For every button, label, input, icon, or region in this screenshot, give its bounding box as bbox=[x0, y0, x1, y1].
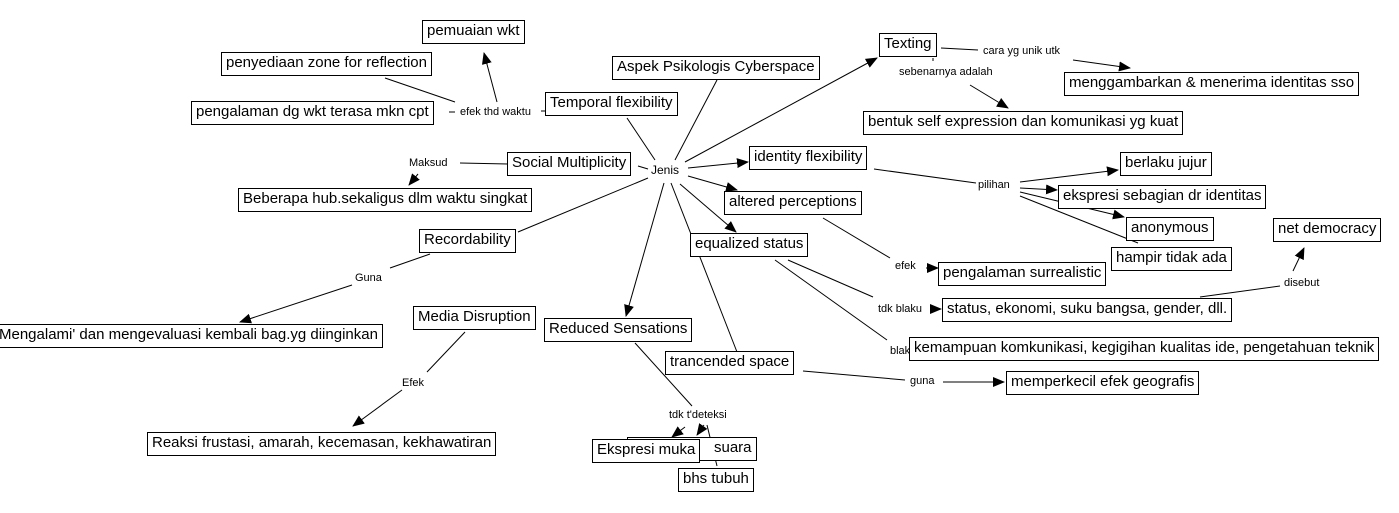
link-label-efek-media: Efek bbox=[401, 377, 426, 389]
node-suara-label: suara bbox=[714, 439, 752, 456]
node-ekspresi-sebagian[interactable]: ekspresi sebagian dr identitas bbox=[1058, 185, 1267, 209]
link-label-cara-unik: cara yg unik utk bbox=[982, 45, 1062, 57]
link-pilihan-jujur bbox=[1019, 166, 1119, 183]
link-trans-guna bbox=[802, 370, 906, 381]
node-beberapa-hub[interactable]: Beberapa hub.sekaligus dlm waktu singkat bbox=[238, 188, 533, 212]
link-cara-menggambarkan bbox=[1072, 59, 1131, 72]
link-label-maksud: Maksud bbox=[408, 157, 449, 169]
node-reaksi[interactable]: Reaksi frustasi, amarah, kecemasan, kekh… bbox=[147, 432, 497, 456]
node-equalized-status[interactable]: equalized status bbox=[690, 233, 809, 257]
link-jenis-identity bbox=[687, 158, 749, 169]
node-bentuk-self-expression[interactable]: bentuk self expression dan komunikasi yg… bbox=[863, 111, 1184, 135]
node-status-ekonomi[interactable]: status, ekonomi, suku bangsa, gender, dl… bbox=[942, 298, 1233, 322]
link-efek-reaksi bbox=[352, 389, 403, 427]
node-trancended-space[interactable]: trancended space bbox=[665, 351, 795, 375]
node-penyediaan-zone[interactable]: penyediaan zone for reflection bbox=[221, 52, 432, 76]
link-jenis-altered bbox=[687, 175, 738, 192]
link-efek-pemuaian bbox=[481, 52, 498, 103]
link-jenis-record bbox=[517, 177, 649, 233]
link-jenis-reduced bbox=[624, 182, 665, 317]
link-social-maksud bbox=[459, 162, 509, 165]
link-pilihan-ekspresi bbox=[1019, 184, 1058, 195]
link-altered-efek bbox=[822, 217, 891, 259]
link-jenis-texting bbox=[684, 57, 878, 163]
link-label-disebut: disebut bbox=[1283, 277, 1321, 289]
node-mengalami[interactable]: Mengalami' dan mengevaluasi kembali bag.… bbox=[0, 324, 383, 348]
link-jenis-trans bbox=[670, 182, 738, 353]
node-temporal-flexibility[interactable]: Temporal flexibility bbox=[545, 92, 678, 116]
link-status-disebut bbox=[1199, 285, 1281, 298]
link-temporal-jenis bbox=[626, 117, 656, 161]
link-guna-mengalami bbox=[239, 284, 353, 324]
link-root-jenis bbox=[674, 79, 718, 161]
link-label-pilihan: pilihan bbox=[977, 179, 1011, 191]
node-altered-perceptions[interactable]: altered perceptions bbox=[724, 191, 862, 215]
link-label-guna-record: Guna bbox=[354, 272, 383, 284]
node-menggambarkan[interactable]: menggambarkan & menerima identitas sso bbox=[1064, 72, 1360, 96]
node-aspek-psikologis-cyberspace[interactable]: Aspek Psikologis Cyberspace bbox=[612, 56, 820, 80]
node-reduced-sensations[interactable]: Reduced Sensations bbox=[544, 318, 693, 342]
link-label-sebenarnya: sebenarnya adalah bbox=[898, 66, 994, 78]
link-record-guna bbox=[389, 253, 431, 269]
node-anonymous[interactable]: anonymous bbox=[1126, 217, 1214, 241]
node-pengalaman-wkt[interactable]: pengalaman dg wkt terasa mkn cpt bbox=[191, 101, 434, 125]
node-hampir-tidak-ada[interactable]: hampir tidak ada bbox=[1111, 247, 1232, 271]
node-identity-flexibility[interactable]: identity flexibility bbox=[749, 146, 868, 170]
link-sebenarnya-bentuk bbox=[969, 84, 1009, 109]
node-texting[interactable]: Texting bbox=[879, 33, 937, 57]
link-label-guna-space: guna bbox=[909, 375, 936, 387]
link-label-efek-thd-waktu: efek thd waktu bbox=[459, 106, 532, 118]
node-berlaku-jujur[interactable]: berlaku jujur bbox=[1120, 152, 1212, 176]
link-pilihan-hampir bbox=[1019, 195, 1139, 244]
link-jenis-equal bbox=[679, 183, 737, 233]
link-label-tdk-blaku: tdk blaku bbox=[877, 303, 924, 315]
node-memperkecil-efek[interactable]: memperkecil efek geografis bbox=[1006, 371, 1200, 395]
node-bhs-tubuh[interactable]: bhs tubuh bbox=[678, 468, 754, 492]
node-pemuaian-wkt[interactable]: pemuaian wkt bbox=[422, 20, 525, 44]
link-social-jenis bbox=[637, 165, 649, 170]
link-tdk-ekspresi bbox=[671, 426, 686, 438]
node-media-disruption[interactable]: Media Disruption bbox=[413, 306, 536, 330]
link-label-jenis: Jenis bbox=[650, 163, 681, 177]
node-net-democracy[interactable]: net democracy bbox=[1273, 218, 1382, 242]
node-ekspresi-muka[interactable]: Ekspresi muka bbox=[592, 439, 701, 463]
link-media-efek bbox=[426, 331, 466, 373]
node-social-multiplicity[interactable]: Social Multiplicity bbox=[507, 152, 632, 176]
link-reduced-tdk bbox=[634, 342, 693, 407]
node-kemampuan[interactable]: kemampuan komkunikasi, kegigihan kualita… bbox=[909, 337, 1380, 361]
link-tdk-suara bbox=[696, 423, 708, 436]
link-texting-cara bbox=[940, 47, 979, 51]
link-equal-tdkblaku bbox=[787, 259, 874, 298]
link-equal-blaku bbox=[774, 259, 888, 341]
link-identity-pilihan bbox=[873, 168, 977, 184]
link-efek-zone bbox=[384, 77, 456, 103]
link-label-tdk-terdeteksi: tdk t'deteksi bbox=[668, 409, 728, 421]
link-disebut-net bbox=[1292, 247, 1305, 272]
link-label-efek-altered: efek bbox=[894, 260, 917, 272]
link-maksud-beberapa bbox=[408, 173, 420, 186]
node-recordability[interactable]: Recordability bbox=[419, 229, 516, 253]
node-pengalaman-surrealistic[interactable]: pengalaman surrealistic bbox=[938, 262, 1107, 286]
